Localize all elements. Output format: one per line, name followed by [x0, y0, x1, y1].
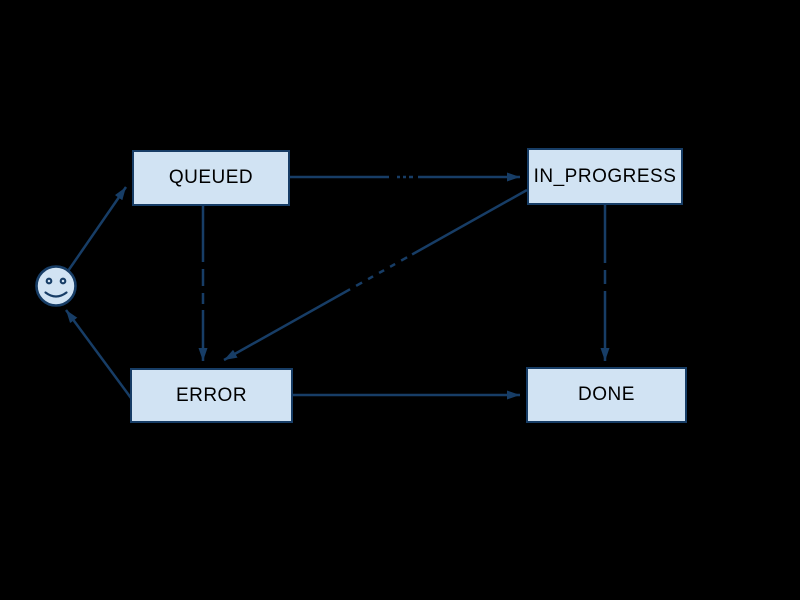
hidden-edge-label-artifact	[393, 256, 403, 268]
smiley-face-icon	[35, 265, 77, 307]
state-node-in-progress: IN_PROGRESS	[527, 148, 683, 205]
state-node-error: ERROR	[130, 368, 293, 423]
hidden-edge-label-artifact	[405, 250, 414, 261]
edge-error-to-start	[64, 309, 133, 399]
hidden-edge-label-artifact	[348, 282, 358, 293]
state-label-in-progress: IN_PROGRESS	[533, 165, 677, 187]
state-label-queued: QUEUED	[168, 167, 254, 188]
state-node-queued: QUEUED	[132, 150, 290, 206]
state-label-error: ERROR	[175, 384, 248, 406]
hidden-edge-label-artifact	[360, 275, 370, 286]
state-label-done: DONE	[578, 384, 635, 405]
edge-start-to-queued	[66, 186, 128, 272]
smiley-mouth	[44, 291, 68, 298]
smiley-right-eye	[59, 277, 67, 285]
hidden-edge-label-artifact	[371, 269, 381, 280]
hidden-edge-label-artifact	[382, 263, 392, 274]
state-node-done: DONE	[526, 367, 687, 423]
smiley-left-eye	[45, 277, 53, 285]
